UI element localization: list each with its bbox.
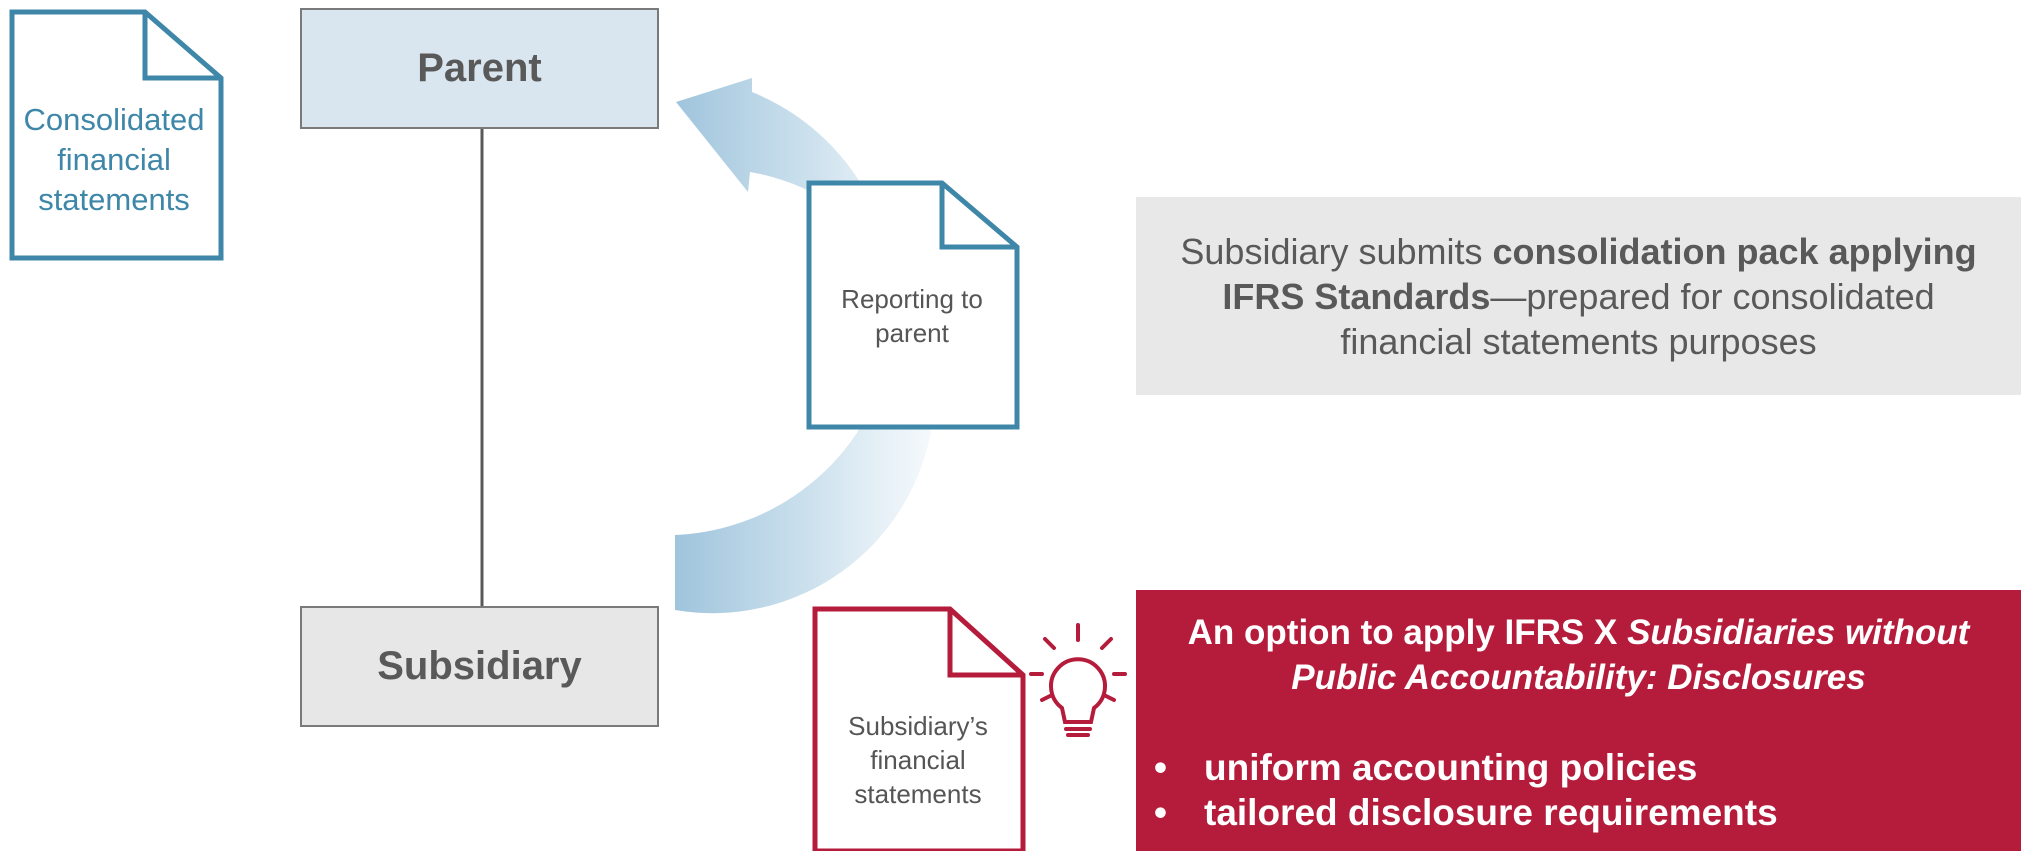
- subsidiary-doc-label: Subsidiary’s financial statements: [848, 711, 988, 809]
- consolidation-pack-callout: Subsidiary submits consolidation pack ap…: [1136, 197, 2021, 395]
- option-bullet-1: • uniform accounting policies: [1154, 745, 1697, 790]
- bullet-marker: •: [1154, 747, 1167, 788]
- callout-text-bold: consolidation pack applying IFRS Standar…: [1222, 230, 1977, 317]
- reporting-document-icon: [806, 180, 1020, 430]
- option-title: An option to apply IFRS X Subsidiaries w…: [1136, 610, 2021, 700]
- subsidiary-box: Subsidiary: [300, 606, 659, 727]
- reporting-doc-label: Reporting to parent: [841, 284, 983, 348]
- option-bullet-2: • tailored disclosure requirements: [1154, 790, 1778, 835]
- consolidation-pack-text: Subsidiary submits consolidation pack ap…: [1166, 229, 1991, 364]
- consolidated-document-icon: [9, 9, 224, 261]
- bullet-marker: •: [1154, 792, 1167, 833]
- bullet-text: tailored disclosure requirements: [1204, 792, 1778, 833]
- callout-text-part2: —prepared for consolidated financial sta…: [1340, 275, 1935, 362]
- subsidiary-label: Subsidiary: [377, 644, 582, 688]
- subsidiary-document-icon: [812, 606, 1026, 851]
- ifrs-option-panel: An option to apply IFRS X Subsidiaries w…: [1136, 590, 2021, 851]
- bullet-text: uniform accounting policies: [1204, 747, 1698, 788]
- option-title-prefix: An option to apply IFRS X: [1187, 613, 1628, 652]
- callout-text-part1: Subsidiary submits: [1180, 230, 1493, 272]
- option-title-italic: Subsidiaries without Public Accountabili…: [1291, 613, 1970, 697]
- parent-label: Parent: [417, 46, 542, 90]
- lightbulb-icon: [1029, 623, 1127, 737]
- parent-box: Parent: [300, 8, 659, 129]
- consolidated-doc-label: Consolidated financial statements: [23, 102, 205, 217]
